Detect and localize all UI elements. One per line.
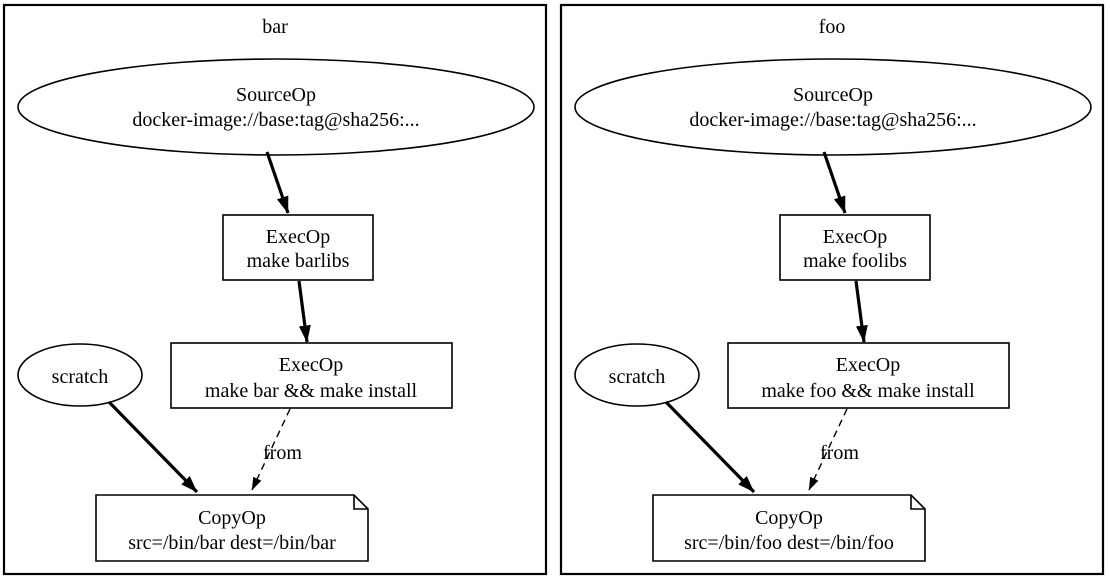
exec-op-build-node: ExecOp make foolibs xyxy=(779,214,931,281)
edge-source-to-exec-build xyxy=(265,151,290,214)
source-op-detail: docker-image://base:tag@sha256:... xyxy=(689,109,976,131)
copy-op-note-fold xyxy=(910,495,925,510)
scratch-ellipse xyxy=(17,343,143,407)
exec-op-build-command: make foolibs xyxy=(803,250,907,272)
edge-from-label: from xyxy=(263,442,302,464)
scratch-node: scratch xyxy=(574,343,700,407)
copy-op-title: CopyOp xyxy=(198,507,266,529)
exec-op-build-node: ExecOp make barlibs xyxy=(222,214,374,281)
edge-source-to-exec-build xyxy=(822,151,847,214)
exec-op-build-title: ExecOp xyxy=(266,226,330,248)
source-op-title: SourceOp xyxy=(236,84,316,106)
exec-op-install-title: ExecOp xyxy=(836,354,900,376)
exec-op-build-box xyxy=(779,214,931,281)
source-op-node: SourceOp docker-image://base:tag@sha256:… xyxy=(17,58,535,156)
exec-op-build-title: ExecOp xyxy=(823,226,887,248)
scratch-label: scratch xyxy=(52,366,109,388)
edge-exec-build-to-exec-install xyxy=(854,280,868,343)
exec-op-install-command: make foo && make install xyxy=(761,380,975,402)
cluster-title: bar xyxy=(262,16,288,38)
source-op-detail: docker-image://base:tag@sha256:... xyxy=(132,109,419,131)
exec-op-install-node: ExecOp make foo && make install xyxy=(727,342,1010,409)
exec-op-install-command: make bar && make install xyxy=(205,380,418,402)
exec-op-install-box xyxy=(170,342,453,409)
exec-op-build-box xyxy=(222,214,374,281)
edge-from-label: from xyxy=(820,442,859,464)
scratch-label: scratch xyxy=(609,366,666,388)
exec-op-install-title: ExecOp xyxy=(279,354,343,376)
copy-op-note-fold xyxy=(353,495,368,510)
exec-op-install-box xyxy=(727,342,1010,409)
copy-op-note-shape xyxy=(652,494,926,562)
edge-exec-install-to-copy-dashed xyxy=(808,408,848,491)
edge-exec-build-to-exec-install xyxy=(297,280,311,343)
copy-op-title: CopyOp xyxy=(755,507,823,529)
cluster-bar: bar SourceOp docker-image://base:tag@sha… xyxy=(2,3,548,576)
exec-op-build-command: make barlibs xyxy=(247,250,350,272)
copy-op-detail: src=/bin/foo dest=/bin/foo xyxy=(684,532,894,554)
copy-op-node: CopyOp src=/bin/foo dest=/bin/foo xyxy=(652,494,926,562)
cluster-title: foo xyxy=(819,16,846,38)
source-op-title: SourceOp xyxy=(793,84,873,106)
exec-op-install-node: ExecOp make bar && make install xyxy=(170,342,453,409)
scratch-node: scratch xyxy=(17,343,143,407)
edge-scratch-to-copy xyxy=(107,400,199,494)
copy-op-detail: src=/bin/bar dest=/bin/bar xyxy=(128,532,336,554)
source-op-ellipse xyxy=(17,58,535,156)
source-op-node: SourceOp docker-image://base:tag@sha256:… xyxy=(574,58,1092,156)
cluster-foo: foo SourceOp docker-image://base:tag@sha… xyxy=(559,3,1105,576)
edge-scratch-to-copy xyxy=(664,400,756,494)
copy-op-node: CopyOp src=/bin/bar dest=/bin/bar xyxy=(95,494,369,562)
scratch-ellipse xyxy=(574,343,700,407)
copy-op-note-shape xyxy=(95,494,369,562)
source-op-ellipse xyxy=(574,58,1092,156)
edge-exec-install-to-copy-dashed xyxy=(251,408,291,491)
